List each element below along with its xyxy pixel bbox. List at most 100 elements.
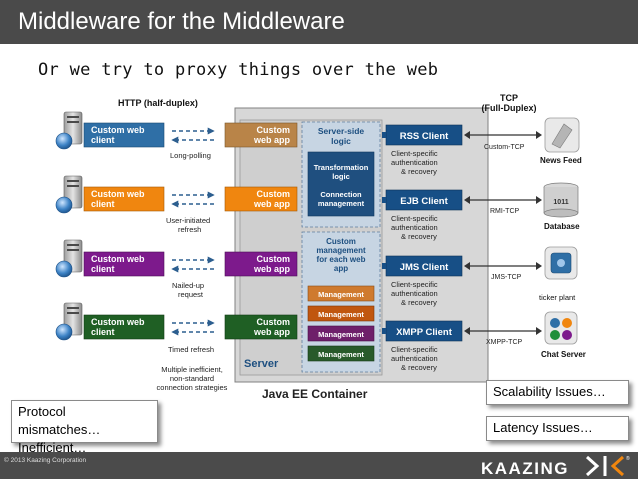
globe-icon <box>55 323 73 341</box>
footer-bar <box>0 452 638 479</box>
multiple-note-line2: non-standard <box>170 374 214 383</box>
tcp-link-1: Custom-TCP <box>464 131 542 151</box>
row-3: Custom web client Custom web app Nailed-… <box>55 239 298 299</box>
ejb-client-specific-2: authentication <box>391 223 438 232</box>
app-label-3a: Custom <box>257 254 291 264</box>
custom-web-client-3 <box>83 251 165 277</box>
ejb-client-specific-3: & recovery <box>401 232 437 241</box>
row-2: Custom web client Custom web app User-in… <box>55 175 298 234</box>
app-label-1a: Custom <box>257 125 291 135</box>
management-label-3: Management <box>318 330 364 339</box>
jms-client-specific-3: & recovery <box>401 298 437 307</box>
rss-client-specific-1: Client-specific <box>391 149 438 158</box>
client-label-2b: client <box>91 199 115 209</box>
callout-right2-text: Latency Issues… <box>493 420 593 435</box>
row-4: Custom web client Custom web app Timed r… <box>55 302 298 354</box>
page-subtitle: Or we try to proxy things over the web <box>38 60 439 80</box>
rss-client-label: RSS Client <box>400 131 449 142</box>
ticker-plant-label: ticker plant <box>539 293 576 302</box>
transformation-logic-line1: Transformation <box>314 163 369 172</box>
custom-management-line2: management <box>316 246 366 255</box>
tcp-label-line2: (Full-Duplex) <box>482 103 537 113</box>
custom-web-client-4 <box>83 314 165 340</box>
kaazing-logo-icon <box>585 455 625 477</box>
callout-left-line2: Inefficient… <box>18 440 87 455</box>
server-label: Server <box>244 358 279 370</box>
news-feed-icon <box>544 117 580 153</box>
globe-icon <box>55 132 73 150</box>
row-1: Custom web client Custom web app Long-po… <box>55 111 298 160</box>
strategy-2-line2: refresh <box>178 225 201 234</box>
ticker-plant-icon <box>544 246 578 280</box>
callout-left-line1: Protocol mismatches… <box>18 404 101 437</box>
protocol-label-1: Custom-TCP <box>484 144 525 151</box>
jms-client: JMS Client Client-specific authenticatio… <box>385 255 463 307</box>
client-label-2a: Custom web <box>91 189 145 199</box>
multiple-note-line1: Multiple inefficient, <box>161 365 223 374</box>
custom-management-line1: Custom <box>326 237 356 246</box>
client-label-4a: Custom web <box>91 317 145 327</box>
database-icon: 1011 <box>543 182 579 218</box>
client-label-1b: client <box>91 135 115 145</box>
http-label: HTTP (half-duplex) <box>118 98 198 108</box>
rss-client-specific-3: & recovery <box>401 167 437 176</box>
strategy-4-line1: Timed refresh <box>168 345 214 354</box>
app-label-3b: web app <box>253 264 291 274</box>
architecture-diagram: Java EE Container Server Server-side log… <box>55 93 586 401</box>
database-number: 1011 <box>553 199 568 206</box>
server-side-logic-line1: Server-side <box>318 126 365 136</box>
protocol-label-4: XMPP-TCP <box>486 339 523 346</box>
client-label-4b: client <box>91 327 115 337</box>
jms-client-specific-1: Client-specific <box>391 280 438 289</box>
tcp-label-line1: TCP <box>500 93 518 103</box>
management-block-3 <box>307 325 375 342</box>
transformation-logic-line2: logic <box>332 172 350 181</box>
jms-client-specific-2: authentication <box>391 289 438 298</box>
ejb-client-label: EJB Client <box>400 196 448 207</box>
globe-icon <box>55 196 73 214</box>
multiple-note-line3: connection strategies <box>157 383 228 392</box>
app-label-1b: web app <box>253 135 291 145</box>
custom-web-app-2 <box>224 186 298 212</box>
tcp-link-4: XMPP-TCP <box>464 327 542 346</box>
management-block-1 <box>307 285 375 302</box>
app-label-2a: Custom <box>257 189 291 199</box>
rss-client-specific-2: authentication <box>391 158 438 167</box>
client-label-3b: client <box>91 264 115 274</box>
protocol-label-3: JMS-TCP <box>491 274 522 281</box>
jms-client-label: JMS Client <box>400 262 449 273</box>
page-title: Middleware for the Middleware <box>18 8 345 35</box>
chat-server-label: Chat Server <box>541 350 586 359</box>
app-label-2b: web app <box>253 199 291 209</box>
management-label-1: Management <box>318 290 364 299</box>
connection-management-line2: management <box>318 199 365 208</box>
ejb-client-specific-1: Client-specific <box>391 214 438 223</box>
client-label-1a: Custom web <box>91 125 145 135</box>
protocol-label-2: RMI-TCP <box>490 208 519 215</box>
custom-web-app-1 <box>224 122 298 148</box>
custom-management-line4: app <box>334 264 348 273</box>
container-label: Java EE Container <box>262 387 368 401</box>
strategy-3-line1: Nailed-up <box>172 281 204 290</box>
kaazing-logo-text: KAAZING <box>481 459 569 478</box>
copyright-text: © 2013 Kaazing Corporation <box>4 457 87 464</box>
app-label-4a: Custom <box>257 317 291 327</box>
xmpp-client-specific-2: authentication <box>391 354 438 363</box>
title-bar: Middleware for the Middleware <box>0 0 638 44</box>
management-label-2: Management <box>318 310 364 319</box>
chat-server-icon <box>544 311 578 345</box>
transformation-logic-box <box>307 151 375 217</box>
xmpp-client-specific-1: Client-specific <box>391 345 438 354</box>
client-label-3a: Custom web <box>91 254 145 264</box>
custom-web-app-4 <box>224 314 298 340</box>
xmpp-client-label: XMPP Client <box>396 327 453 338</box>
custom-management-line3: for each web <box>317 255 366 264</box>
custom-web-client-1 <box>83 122 165 148</box>
server-side-logic-line2: logic <box>331 136 351 146</box>
rss-client: RSS Client Client-specific authenticatio… <box>385 124 463 176</box>
connection-management-line1: Connection <box>320 190 362 199</box>
management-label-4: Management <box>318 350 364 359</box>
strategy-1-line1: Long-polling <box>170 151 211 160</box>
ejb-client: EJB Client Client-specific authenticatio… <box>385 189 463 241</box>
database-label: Database <box>544 222 580 231</box>
